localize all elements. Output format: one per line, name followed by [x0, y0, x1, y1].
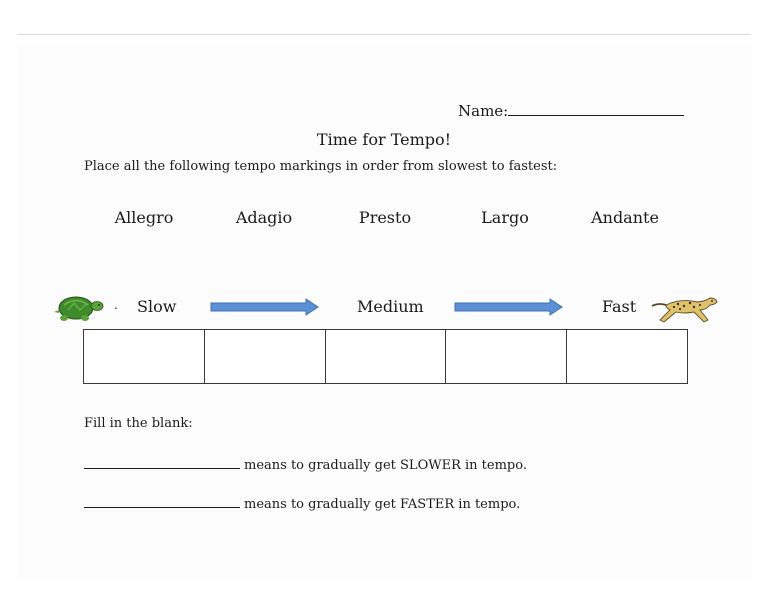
- tempo-markings-list: Allegro Adagio Presto Largo Andante: [84, 208, 688, 230]
- turtle-icon: [52, 290, 106, 328]
- scale-label-fast: Fast: [602, 297, 637, 316]
- name-label: Name:: [458, 102, 509, 120]
- answer-box[interactable]: [325, 330, 447, 383]
- scale-label-medium: Medium: [357, 297, 424, 316]
- name-blank-line[interactable]: [508, 101, 685, 116]
- answer-boxes: [83, 329, 688, 384]
- fill-in-text-slower: means to gradually get SLOWER in tempo.: [244, 458, 527, 473]
- top-divider: [18, 34, 750, 35]
- right-arrow-icon: [454, 298, 564, 320]
- answer-box[interactable]: [446, 330, 568, 383]
- answer-box[interactable]: [204, 330, 326, 383]
- tempo-marking-largo[interactable]: Largo: [481, 208, 529, 227]
- tempo-marking-allegro[interactable]: Allegro: [114, 208, 174, 227]
- answer-box[interactable]: [84, 330, 205, 383]
- scale-label-slow: Slow: [137, 297, 177, 316]
- fill-in-blank-slower[interactable]: [84, 456, 240, 469]
- worksheet-title: Time for Tempo!: [316, 130, 452, 149]
- name-field[interactable]: Name:: [458, 101, 685, 120]
- scale-dot: .: [114, 298, 118, 312]
- tempo-marking-presto[interactable]: Presto: [358, 208, 412, 227]
- right-arrow-icon: [210, 298, 320, 320]
- fill-in-blank-faster[interactable]: [84, 495, 240, 508]
- instructions-text: Place all the following tempo markings i…: [84, 159, 558, 174]
- answer-box[interactable]: [567, 330, 687, 383]
- tempo-marking-adagio[interactable]: Adagio: [235, 208, 293, 227]
- worksheet-page: [18, 45, 752, 579]
- fill-in-item: means to gradually get FASTER in tempo.: [84, 495, 520, 512]
- fill-in-heading: Fill in the blank:: [84, 416, 193, 431]
- fill-in-text-faster: means to gradually get FASTER in tempo.: [244, 497, 521, 512]
- cheetah-icon: [650, 292, 720, 330]
- fill-in-item: means to gradually get SLOWER in tempo.: [84, 456, 527, 473]
- tempo-marking-andante[interactable]: Andante: [591, 208, 659, 227]
